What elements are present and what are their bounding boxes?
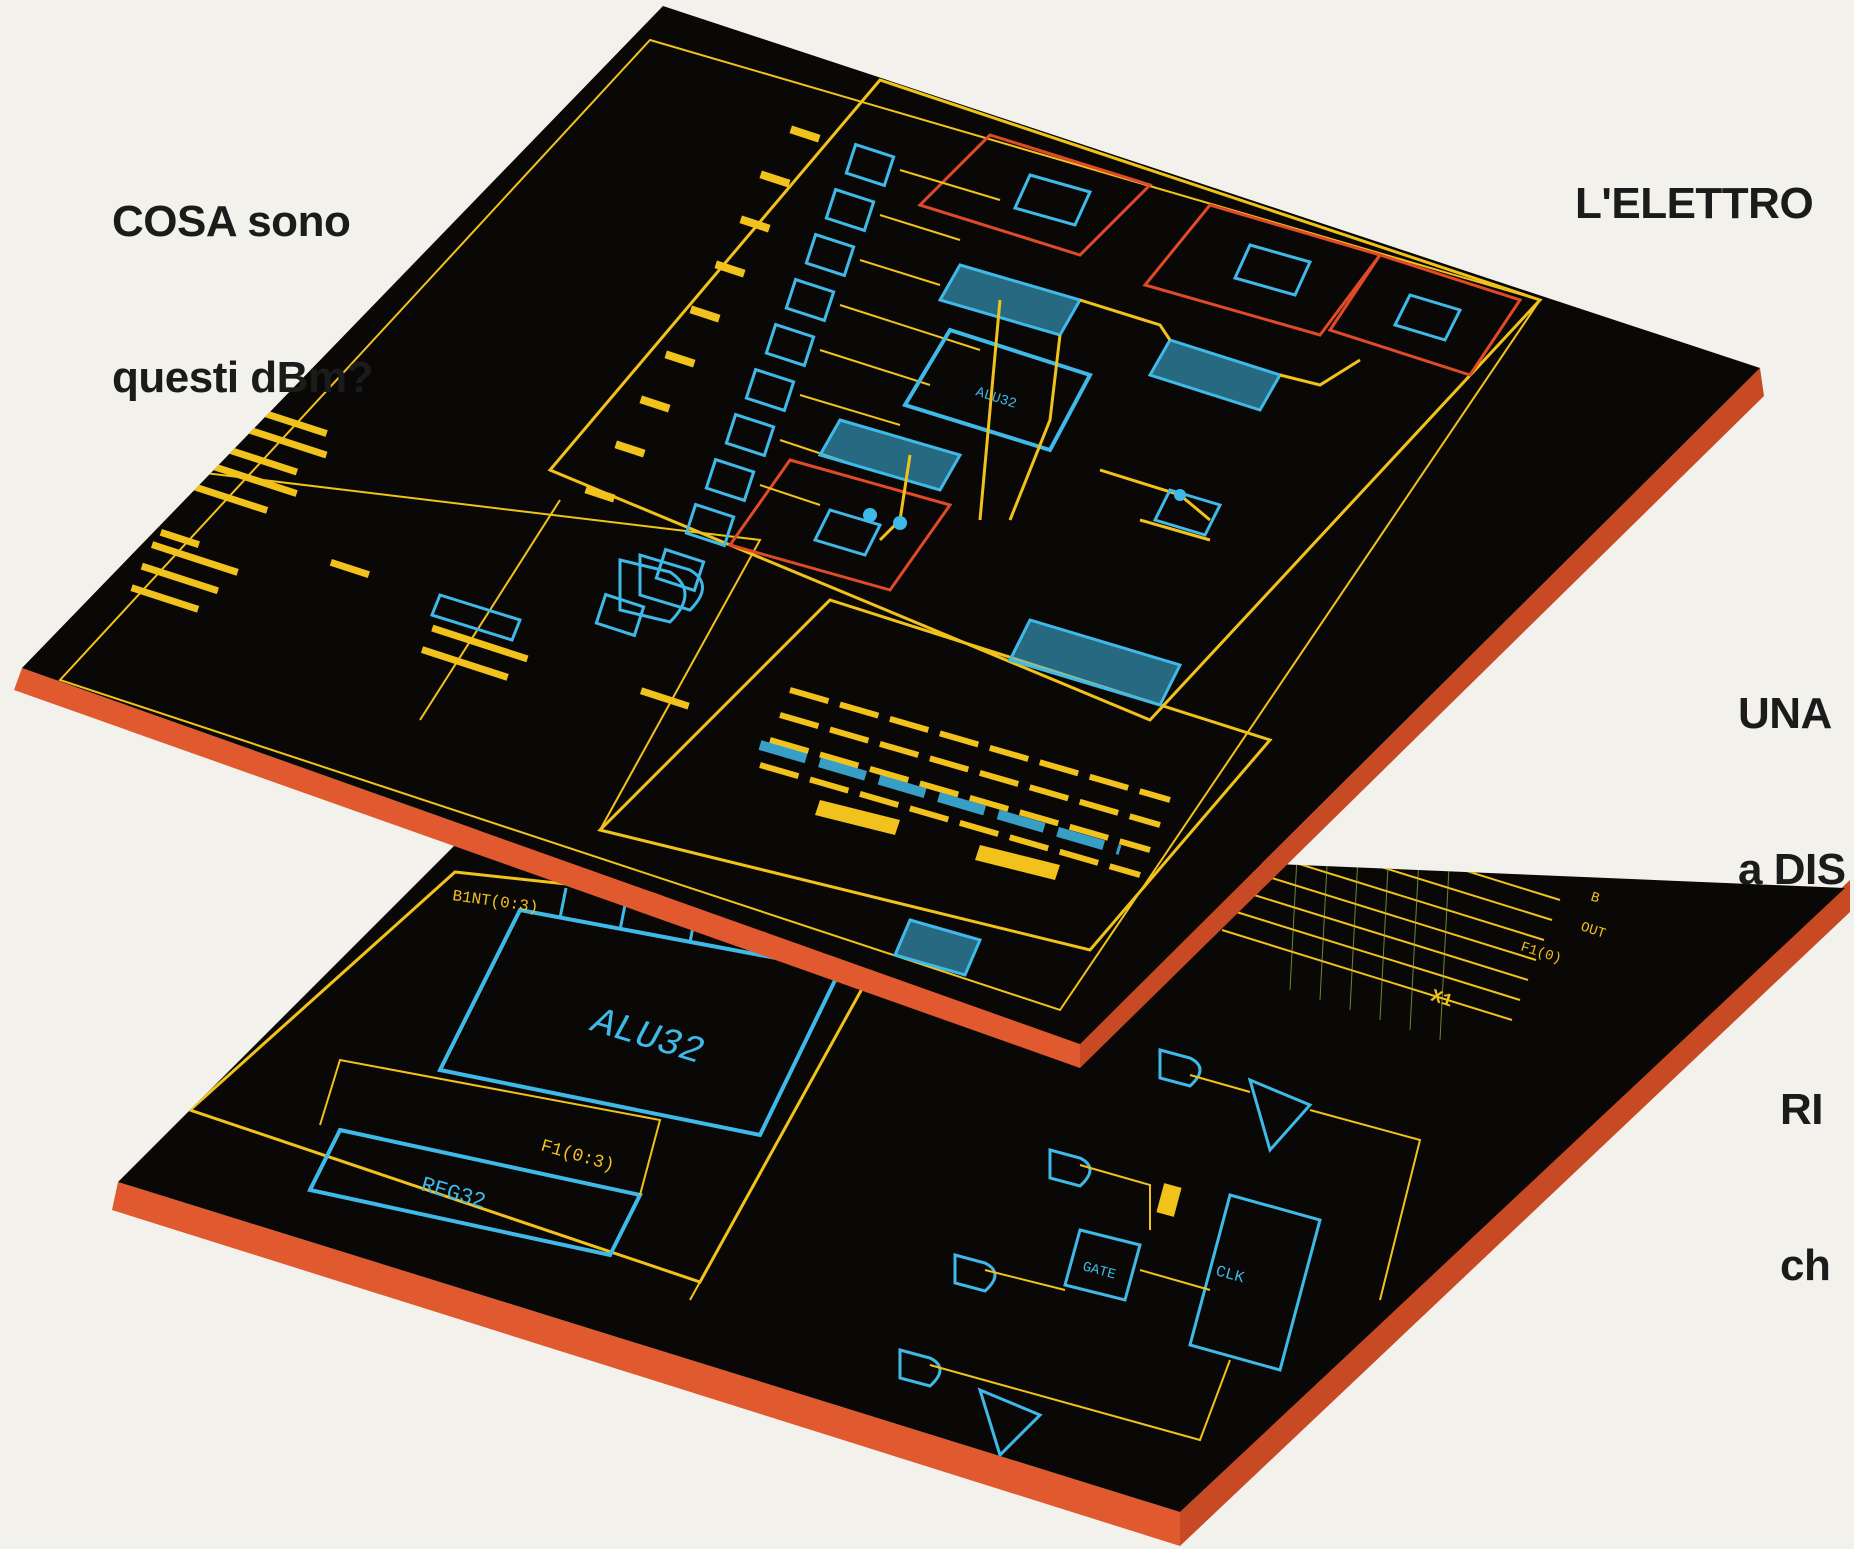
timing-label-out: OUT xyxy=(1578,920,1607,943)
bottom-board-side-edge xyxy=(1180,880,1850,1546)
gate-box xyxy=(1063,1228,1142,1302)
headline-ri-line1: RI xyxy=(1780,1085,1824,1134)
top-board-side-edge xyxy=(1080,368,1764,1068)
bottom-board: A B OUT F1(0) X1 ALU32 B1NT(0:3) REG32 F… xyxy=(112,830,1850,1546)
bottom-board-front-edge xyxy=(112,1182,1180,1546)
alu32-block xyxy=(437,907,843,1138)
red-frame-blocks xyxy=(727,133,1523,592)
buffer-gate xyxy=(618,558,687,624)
headline-cosa-line1: COSA sono xyxy=(112,197,351,246)
top-board-front-edge xyxy=(14,668,1080,1068)
headline-una-line1: UNA xyxy=(1738,689,1832,738)
alu-block xyxy=(901,327,1093,453)
top-schematic-window xyxy=(547,78,1543,722)
reg32-block xyxy=(307,1127,643,1258)
headline-una: UNA a DIS xyxy=(1738,584,1846,948)
timing-label-a: A xyxy=(1588,860,1602,878)
headline-ri-line2: ch xyxy=(1780,1241,1831,1290)
small-gates xyxy=(638,488,1223,612)
headline-una-line2: a DIS xyxy=(1738,845,1846,894)
io-column xyxy=(594,142,896,638)
yellow-marker xyxy=(1156,1183,1182,1217)
headline-cosa: COSA sono questi dBm? xyxy=(112,92,373,456)
flipflop-box xyxy=(1188,1193,1322,1372)
bottom-board-surface xyxy=(118,830,1845,1512)
headline-cosa-line2: questi dBm? xyxy=(112,353,373,402)
headline-elettro: L'ELETTRO xyxy=(1575,179,1814,228)
headline-ri: RI ch xyxy=(1780,980,1831,1344)
top-board: ALU32 xyxy=(14,6,1764,1068)
waveform-rows xyxy=(759,687,1171,878)
logic-gates xyxy=(898,1048,1322,1458)
top-board-surface xyxy=(22,6,1760,1044)
